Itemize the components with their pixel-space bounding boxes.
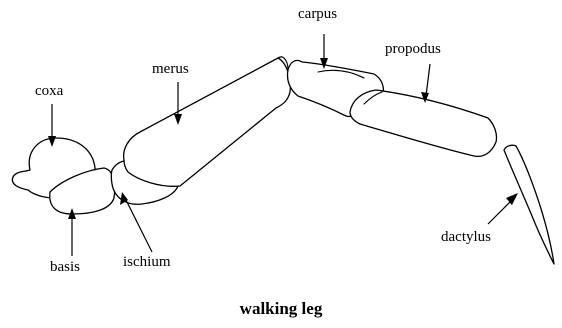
basis-label: basis [50,260,80,275]
dactylus-segment [504,145,554,264]
dactylus-label: dactylus [441,230,491,245]
coxa-label: coxa [35,84,63,99]
figure-caption: walking leg [0,300,562,317]
dactylus-arrow [506,193,518,205]
ischium-label: ischium [123,255,171,270]
merus-segment [124,58,291,186]
propodus-segment [350,90,497,156]
propodus-label: propodus [385,42,441,57]
carpus-label: carpus [298,7,337,22]
merus-label: merus [152,62,189,77]
